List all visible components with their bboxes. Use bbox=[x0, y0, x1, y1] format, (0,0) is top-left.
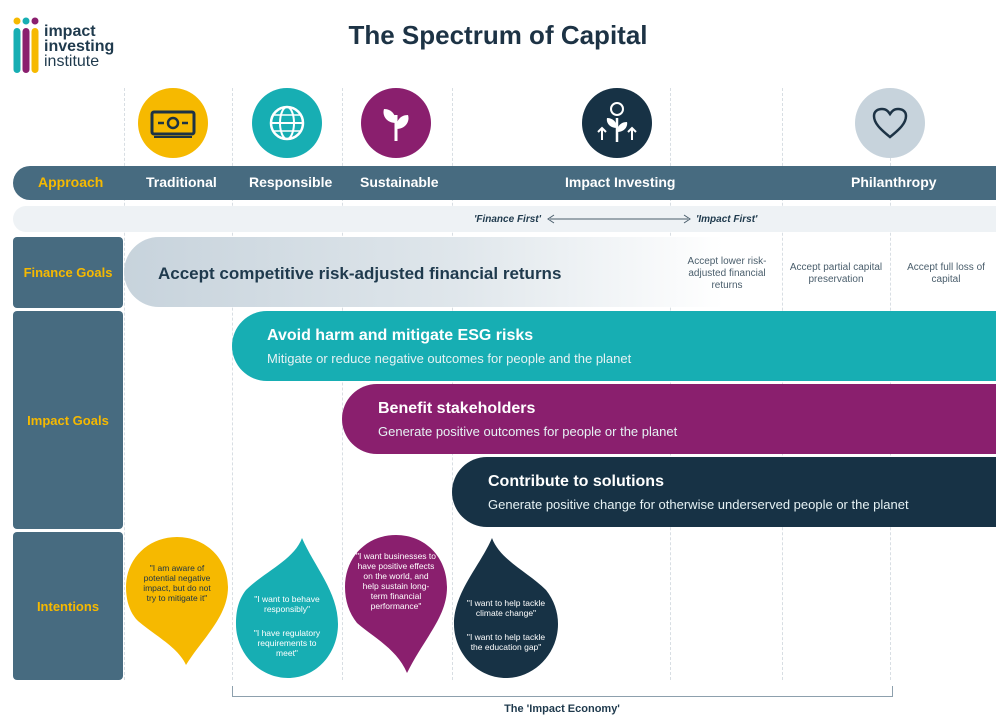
intention-traditional: "I am aware of potential negative impact… bbox=[124, 535, 230, 667]
impact-goal-avoid-harm: Avoid harm and mitigate ESG risks Mitiga… bbox=[232, 311, 996, 381]
impact-economy-label: The 'Impact Economy' bbox=[504, 703, 620, 715]
approach-philanthropy: Philanthropy bbox=[851, 174, 937, 190]
impact-economy-bracket bbox=[232, 686, 893, 697]
speech-drop-shape bbox=[454, 538, 558, 678]
impact-goal-benefit-stakeholders: Benefit stakeholders Generate positive o… bbox=[342, 384, 996, 454]
impact-first-label: 'Impact First' bbox=[696, 214, 758, 225]
approach-responsible: Responsible bbox=[249, 174, 333, 190]
approach-sustainable: Sustainable bbox=[360, 174, 439, 190]
plant-coin-growth-icon bbox=[582, 88, 652, 158]
logo-text: impact investing institute bbox=[44, 23, 115, 70]
column-divider bbox=[232, 88, 233, 680]
finance-impact-band bbox=[13, 206, 996, 232]
globe-icon bbox=[252, 88, 322, 158]
row-label-finance-goals: Finance Goals bbox=[13, 237, 123, 308]
approach-traditional: Traditional bbox=[146, 174, 217, 190]
intention-responsible: "I want to behave responsibly" "I have r… bbox=[234, 536, 340, 680]
column-divider bbox=[124, 88, 125, 680]
row-label-impact-goals: Impact Goals bbox=[13, 311, 123, 529]
speech-drop-shape bbox=[345, 535, 447, 673]
speech-drop-shape bbox=[126, 537, 228, 665]
approach-impact-investing: Impact Investing bbox=[565, 174, 676, 190]
finance-goal-partial: Accept partial capital preservation bbox=[789, 262, 883, 285]
plant-icon bbox=[361, 88, 431, 158]
finance-goal-lower: Accept lower risk-adjusted financial ret… bbox=[687, 256, 767, 291]
logo-mark bbox=[13, 17, 39, 73]
approach-label: Approach bbox=[38, 174, 104, 190]
finance-first-label: 'Finance First' bbox=[474, 214, 541, 225]
approach-bar bbox=[13, 166, 996, 200]
cash-icon bbox=[138, 88, 208, 158]
row-label-intentions: Intentions bbox=[13, 532, 123, 680]
heart-icon bbox=[855, 88, 925, 158]
page-title: The Spectrum of Capital bbox=[348, 20, 648, 50]
finance-goals-band bbox=[124, 237, 724, 307]
speech-drop-shape bbox=[236, 538, 338, 678]
intention-impact-investing: "I want to help tackle climate change" "… bbox=[452, 536, 560, 680]
column-divider bbox=[342, 88, 343, 680]
impact-goal-contribute-solutions: Contribute to solutions Generate positiv… bbox=[452, 457, 996, 527]
double-arrow-icon bbox=[547, 214, 691, 224]
intention-sustainable: "I want businesses to have positive effe… bbox=[343, 533, 449, 675]
finance-goal-main: Accept competitive risk-adjusted financi… bbox=[158, 264, 562, 283]
finance-goal-full: Accept full loss of capital bbox=[907, 262, 985, 285]
